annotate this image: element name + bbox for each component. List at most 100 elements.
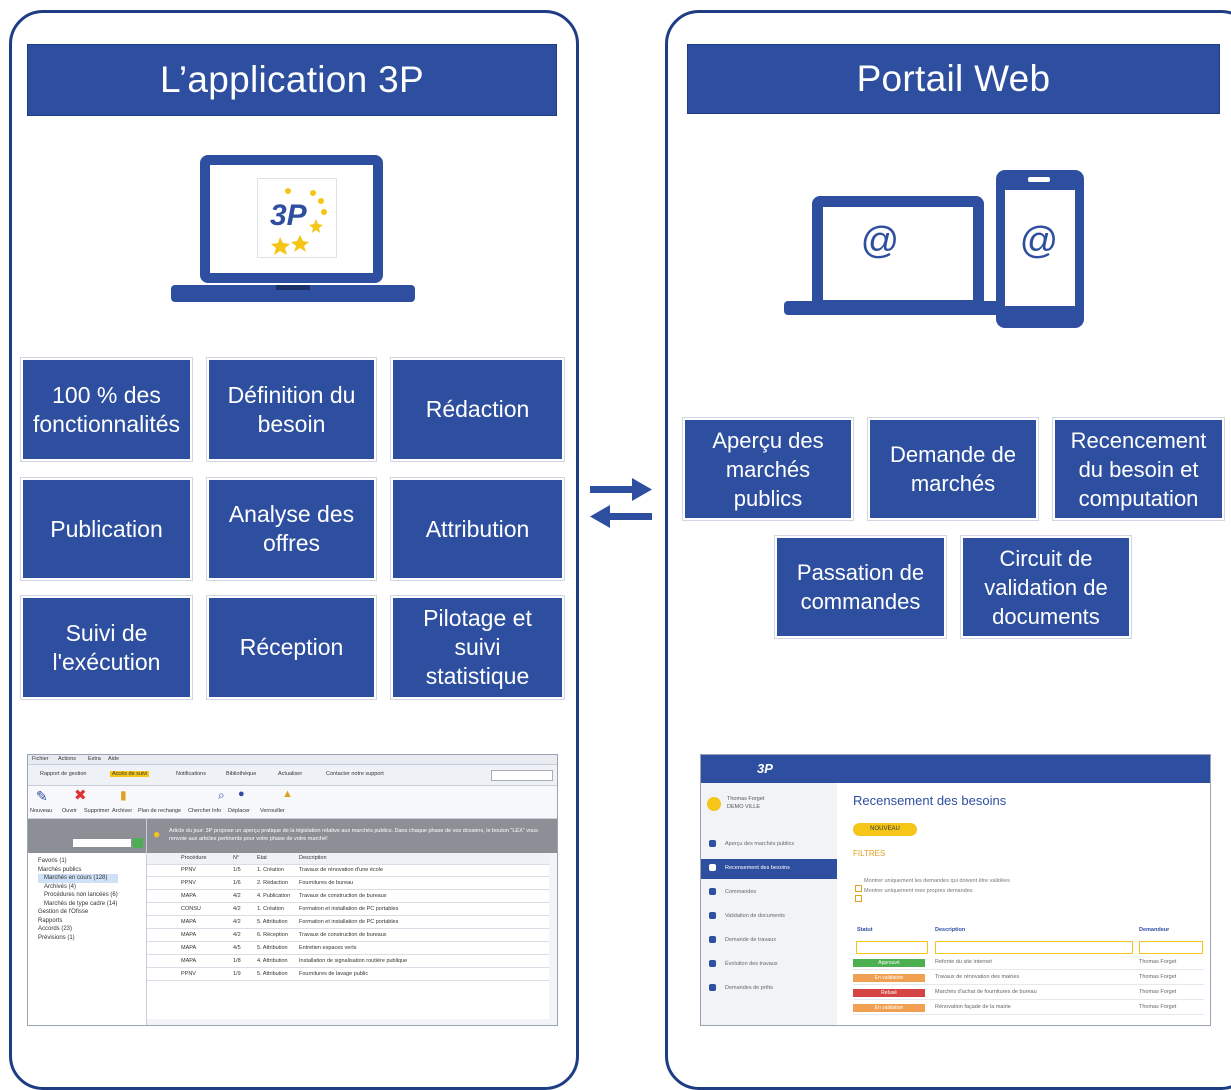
action-ouvrir[interactable]: Ouvrir	[62, 808, 77, 814]
user-name: Thomas Forget	[727, 796, 765, 802]
col-statut[interactable]: Statut	[857, 927, 873, 933]
toolbar-rapport[interactable]: Rapport de gestion	[40, 771, 87, 777]
tree-filter-check-icon[interactable]	[133, 838, 143, 848]
col-description[interactable]: Description	[299, 855, 327, 861]
menu-fichier[interactable]: Fichier	[32, 756, 49, 762]
table-cell-num: 1/8	[233, 958, 241, 964]
status-badge: Approuvé	[853, 959, 925, 967]
nav-item[interactable]: Demandes de prêts	[701, 979, 837, 999]
status-badge: En validation	[853, 974, 925, 982]
nav-item[interactable]: Commandes	[701, 883, 837, 903]
tree-item[interactable]: Accords (23)	[38, 926, 73, 932]
col-procedure[interactable]: Procédure	[181, 855, 207, 861]
col-description[interactable]: Description	[935, 927, 966, 933]
tree-item[interactable]: Marchés publics	[38, 866, 82, 873]
tree-item[interactable]: Procédures non lancées (6)	[44, 892, 118, 898]
menu-actions[interactable]: Actions	[58, 756, 77, 762]
request-requester: Thomas Forget	[1139, 1004, 1177, 1010]
avatar[interactable]	[707, 797, 721, 811]
action-supprimer[interactable]: Supprimer	[84, 808, 110, 814]
desktop-app-screenshot: Fichier Actions Extra Aide Rapport de ge…	[27, 754, 558, 1026]
nav-item[interactable]: Validation de documents	[701, 907, 837, 927]
filter-checkbox[interactable]	[855, 885, 862, 892]
nav-item[interactable]: Demande de travaux	[701, 931, 837, 951]
filter-option-validate[interactable]: Montrer uniquement les demandes qui doiv…	[855, 878, 1010, 897]
nav-item[interactable]: Évolution des travaux	[701, 955, 837, 975]
nav-item-icon	[709, 936, 716, 943]
menu-aide[interactable]: Aide	[108, 756, 120, 762]
toolbar-acces-suivi[interactable]: Accès de suivi	[110, 771, 150, 777]
tree-item[interactable]: Prévisions (1)	[38, 934, 75, 941]
table-cell-state: 5. Attribution	[257, 945, 288, 951]
delete-icon[interactable]: ✖	[74, 787, 87, 804]
action-plan[interactable]: Plan de rechange	[138, 808, 182, 814]
nav-item[interactable]: Recensement des besoins	[701, 859, 837, 879]
nav-item-icon	[709, 888, 716, 895]
action-deplacer[interactable]: Déplacer	[228, 808, 251, 814]
table-cell-num: 4/2	[233, 919, 241, 925]
toolbar-actualiser[interactable]: Actualiser	[278, 771, 303, 777]
toolbar-notifications[interactable]: Notifications	[176, 771, 206, 777]
tree-item[interactable]: Rapports	[38, 917, 63, 924]
tree-item[interactable]: Marchés de type cadre (14)	[44, 900, 118, 907]
notice-banner: ● Article du jour: 3P propose un aperçu …	[147, 819, 557, 853]
requester-filter-input[interactable]	[1139, 941, 1203, 954]
tree-items: Favoris (1) Marchés publics Marchés en c…	[38, 857, 118, 942]
nav-item[interactable]: Aperçu des marchés publics	[701, 835, 837, 855]
col-etat[interactable]: Etat	[257, 855, 267, 861]
toolbar-bibliotheque[interactable]: Bibliothèque	[226, 771, 257, 777]
status-filter-select[interactable]	[856, 941, 928, 954]
table-cell-state: 6. Réception	[257, 932, 288, 938]
tree-item[interactable]: Favoris (1)	[38, 858, 67, 864]
action-verrouiller[interactable]: Verrouiller	[260, 808, 285, 814]
logo-text: 3P	[270, 199, 307, 232]
tree-item[interactable]: Gestion de l'Ofisse	[38, 909, 89, 915]
lock-icon[interactable]: ▲	[282, 788, 293, 800]
tree-panel: Favoris (1) Marchés publics Marchés en c…	[28, 819, 147, 1025]
theme-select[interactable]	[491, 770, 553, 781]
exchange-arrows-icon	[590, 478, 652, 528]
info-icon[interactable]: ●	[238, 788, 245, 800]
description-filter-input[interactable]	[935, 941, 1133, 954]
new-request-button[interactable]: NOUVEAU	[853, 823, 917, 836]
table-cell-proc: MAPA	[181, 919, 197, 925]
col-demandeur[interactable]: Demandeur	[1139, 927, 1170, 933]
table-cell-state: 1. Création	[257, 906, 284, 912]
filter-checkbox[interactable]	[855, 895, 862, 902]
action-chercher[interactable]: Chercher	[188, 808, 211, 814]
action-info[interactable]: Info	[212, 808, 222, 814]
toolbar-support[interactable]: Contacter notre support	[326, 771, 384, 777]
tile-redaction: Rédaction	[390, 357, 565, 462]
request-description: Refonte du site internet	[935, 959, 992, 965]
new-icon[interactable]: ✎	[36, 788, 48, 804]
action-nouveau[interactable]: Nouveau	[30, 808, 53, 814]
action-archiver[interactable]: Archiver	[112, 808, 133, 814]
tree-item[interactable]: Marchés en cours (128)	[38, 874, 118, 883]
tree-item[interactable]: Archivés (4)	[44, 883, 77, 890]
archive-icon[interactable]: ▮	[120, 788, 127, 802]
filter-option-mine[interactable]: Montrer uniquement mes propres demandes	[855, 888, 973, 907]
portal-logo: 3P	[757, 761, 773, 776]
col-numero[interactable]: N°	[233, 855, 240, 861]
tile-suivi-execution: Suivi de l'exécution	[20, 595, 193, 700]
left-panel-title: L’application 3P	[27, 44, 557, 116]
menu-extra[interactable]: Extra	[88, 756, 101, 762]
action-bar: ✎ ✖ ▮ ⌕ ● ▲ Nouveau Ouvrir Supprimer Arc…	[28, 786, 557, 819]
table-cell-num: 1/9	[233, 971, 241, 977]
search-icon[interactable]: ⌕	[218, 788, 225, 802]
tree-filter-input[interactable]	[73, 839, 131, 847]
